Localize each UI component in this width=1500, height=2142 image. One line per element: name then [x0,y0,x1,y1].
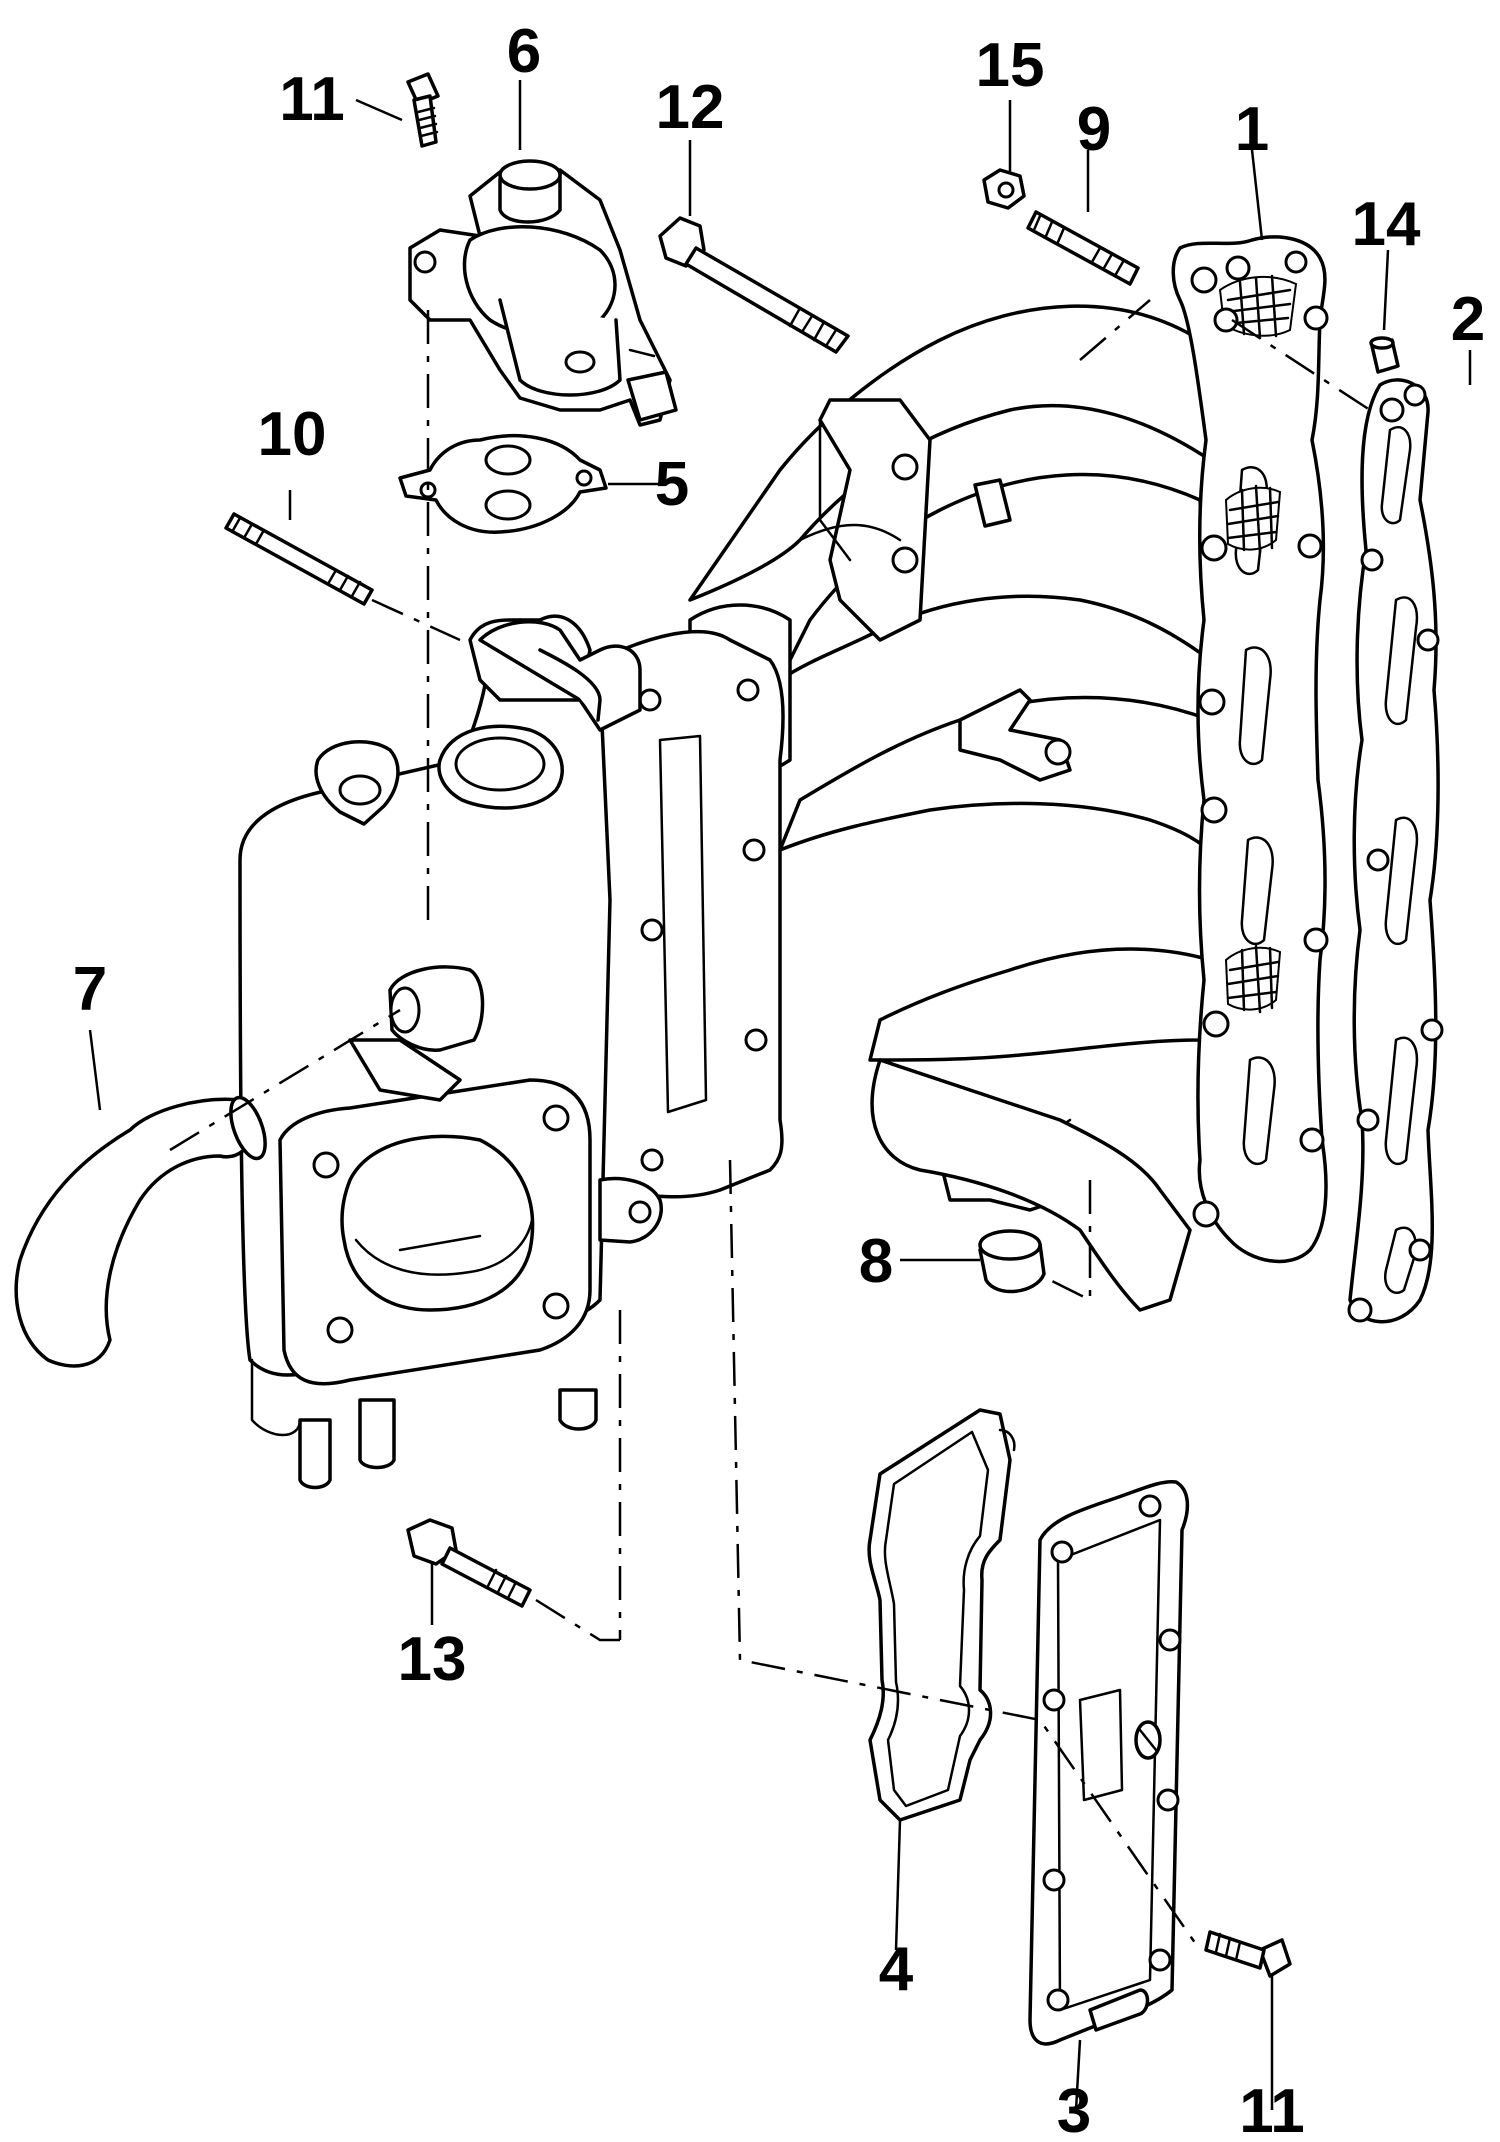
callout-1: 1 [1235,95,1269,164]
callout-4: 4 [879,1935,914,2004]
part-11-bolt-top [406,72,440,148]
part-13-bolt [406,1518,532,1608]
part-10-stud [224,512,374,606]
callout-7: 7 [73,955,107,1024]
part-5-iac-gasket [398,434,608,534]
callout-6: 6 [507,17,541,86]
callout-15: 15 [976,31,1045,100]
callout-labels: 1 2 3 4 5 6 7 8 9 10 11 11 12 13 14 15 [73,17,1485,2142]
callout-11-top: 11 [279,65,345,134]
callout-12: 12 [656,73,725,142]
callout-8: 8 [859,1227,893,1296]
part-14-dowel-pin [1369,336,1400,374]
part-1-intake-manifold [688,235,1329,1312]
leader-lines [88,80,1472,2111]
part-8-spacer [978,1229,1046,1294]
part-15-nut [982,168,1026,210]
callout-14: 14 [1352,190,1421,259]
callout-3: 3 [1057,2077,1091,2142]
part-12-bolt [658,216,850,354]
callout-11-bottom: 11 [1239,2077,1305,2142]
callout-2: 2 [1451,285,1485,354]
part-9-stud [1026,210,1140,286]
throttle-body-housing [238,614,785,1490]
assembly-lines [169,299,1371,1951]
callout-5: 5 [655,450,689,519]
part-2-manifold-gasket [1347,378,1444,1324]
part-4-cover-gasket [867,1408,1016,1822]
part-11-bolt-bottom [1204,1930,1292,1978]
part-6-idle-air-control-valve [408,159,678,427]
callout-9: 9 [1077,95,1111,164]
part-7-hose [14,1095,267,1368]
part-3-cover-plate [1028,1480,1190,2046]
callout-13: 13 [398,1625,467,1694]
callout-10: 10 [258,400,327,469]
